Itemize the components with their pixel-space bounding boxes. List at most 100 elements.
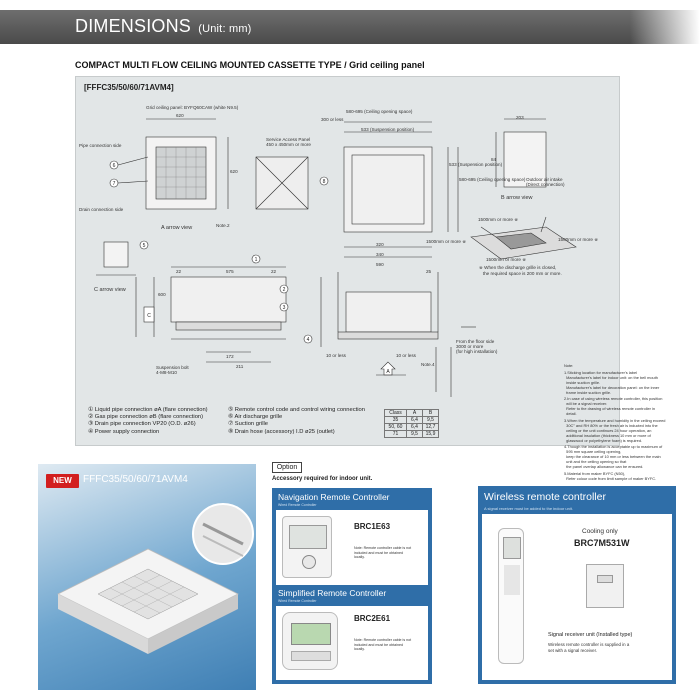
legend-item: ② Gas pipe connection øB (flare connecti… xyxy=(88,414,204,421)
dim-value: 211 xyxy=(236,364,244,369)
clearance-left-label: 1500mm or more ※ xyxy=(426,239,467,244)
legend-item: ④ Power supply connection xyxy=(88,428,160,435)
note-item: 1.Sticking location for manufacturer's l… xyxy=(564,369,660,395)
table-cell: 15,9 xyxy=(422,430,439,438)
model-code: [FFFC35/50/60/71AVM4] xyxy=(84,83,174,92)
dimension-drawing: [FFFC35/50/60/71AVM4] xyxy=(75,76,665,481)
table-cell: 6,4 xyxy=(406,423,423,431)
header-title: DIMENSIONS (Unit: mm) xyxy=(75,16,252,37)
legend-item: ⑧ Drain hose (accessory) I.D ø25 (outlet… xyxy=(228,428,335,435)
remote-buttons xyxy=(504,565,520,595)
new-badge: NEW xyxy=(46,474,79,488)
note-heading: Note: xyxy=(564,363,574,368)
simplified-model: BRC2E61 xyxy=(354,614,391,623)
dim-value: 320 xyxy=(376,242,384,247)
table-cell: 6,4 xyxy=(406,416,423,424)
table-header: B xyxy=(422,409,439,417)
floor-side-label: From the floor side 3000 or more (for hi… xyxy=(456,339,498,354)
page-subtitle: COMPACT MULTI FLOW CEILING MOUNTED CASSE… xyxy=(75,60,425,70)
note-item: 5.Material from maker BYFC (N50), Refer … xyxy=(564,470,657,481)
table-cell: 50, 60 xyxy=(384,423,407,431)
product-photo-panel: NEW FFFC35/50/60/71AVM4 xyxy=(38,464,256,690)
clearance-right-label: 1500mm or more ※ xyxy=(558,237,599,242)
signal-receiver-image xyxy=(586,564,624,608)
svg-text:7: 7 xyxy=(113,181,116,187)
table-header: A xyxy=(406,409,423,417)
cassette-unit-illustration xyxy=(57,503,254,654)
receiver-title: Signal receiver unit (Installed type) xyxy=(548,632,633,638)
pipe-connection-side-label: Pipe connection side xyxy=(79,143,122,148)
dim-value: 533 (Suspension position) xyxy=(449,162,503,167)
wireless-content: Cooling only BRC7M531W Signal receiver u… xyxy=(482,514,672,680)
pipe-size-table: Class A B 35 6,4 9,5 50, 60 6,4 12,7 71 … xyxy=(384,409,439,438)
svg-text:2: 2 xyxy=(283,287,286,293)
dim-value: 172 xyxy=(226,354,234,359)
wireless-title: Wireless remote controller xyxy=(484,491,606,503)
svg-text:C: C xyxy=(147,313,151,319)
legend-item: ⑤ Remote control code and control wiring… xyxy=(228,407,365,413)
table-cell: 9,5 xyxy=(406,430,423,438)
table-row: 50, 60 6,4 12,7 xyxy=(384,423,439,431)
table-row: 71 9,5 15,9 xyxy=(384,430,439,438)
header-unit: (Unit: mm) xyxy=(198,23,252,35)
dim-value: 22 xyxy=(176,269,182,274)
header-fade xyxy=(630,10,700,44)
table-cell: 71 xyxy=(384,430,407,438)
simplified-remote-image xyxy=(282,612,338,670)
table-row: 35 6,4 9,5 xyxy=(384,416,439,424)
service-access-panel-label: Service Access Panel 450 x 450mm or more xyxy=(266,137,311,147)
grid-panel-label: Grid ceiling panel: BYFQ60CAW (white N9.… xyxy=(146,105,239,110)
navigation-content: BRC1E63 Note: Remote controller cable is… xyxy=(276,510,428,585)
dim-value: 620 xyxy=(230,169,238,174)
outdoor-air-intake-label: Outdoor air intake (Direct connection) xyxy=(526,177,565,187)
b-arrow-view-label: B arrow view xyxy=(501,195,533,201)
wireless-small: A signal receiver must be added to the i… xyxy=(484,506,573,511)
table-header-row: Class A B xyxy=(384,409,439,417)
table-cell: 9,5 xyxy=(422,416,439,424)
c-arrow-view-label: C arrow view xyxy=(94,287,126,293)
a-arrow-view-label: A arrow view xyxy=(161,225,193,231)
table-cell: 35 xyxy=(384,416,407,424)
navigation-note: Note: Remote controller cable is not inc… xyxy=(354,546,412,560)
remote-buttons xyxy=(291,651,331,661)
clearance-10-left: 10 or less xyxy=(326,353,346,358)
cooling-only-label: Cooling only xyxy=(582,528,618,535)
drain-connection-side-label: Drain connection side xyxy=(79,207,124,212)
wireless-remote-image xyxy=(498,528,524,664)
dim-value: 203 xyxy=(516,115,524,120)
remote-screen xyxy=(503,537,521,559)
note-item: 3.When the temperature and humidity in t… xyxy=(564,417,666,443)
svg-text:A: A xyxy=(386,369,390,375)
note-item: 4.Though the installation is acceptable … xyxy=(564,444,663,469)
legend-item: ③ Drain pipe connection VP20 (O.D. ø26) xyxy=(88,421,196,428)
dim-value: 590 xyxy=(376,262,384,267)
suction-grille xyxy=(155,146,207,200)
section-header: DIMENSIONS (Unit: mm) xyxy=(0,10,700,44)
svg-text:1: 1 xyxy=(255,257,258,263)
remote-dial xyxy=(302,555,316,569)
svg-text:8: 8 xyxy=(323,179,326,185)
legend-right: ⑤ Remote control code and control wiring… xyxy=(228,407,365,436)
note-item: 2.In case of using wireless remote contr… xyxy=(564,396,663,416)
option-panel: Navigation Remote Controller Wired Remot… xyxy=(272,488,432,684)
dim-value: 25 xyxy=(426,269,432,274)
dim-value: 580-695 (Ceiling opening space) xyxy=(346,109,413,114)
note4-label: Note.4 xyxy=(421,362,435,367)
clearance-top-label: 1500mm or more ※ xyxy=(478,217,519,222)
simplified-small: Wired Remote Controller xyxy=(278,599,317,603)
dim-value: 340 xyxy=(376,252,384,257)
dim-value: 600 xyxy=(158,292,166,297)
simplified-content: BRC2E61 Note: Remote controller cable is… xyxy=(276,606,428,680)
option-tag: Option xyxy=(272,462,302,473)
remote-screen xyxy=(291,623,331,645)
legend-item: ⑦ Suction grille xyxy=(228,421,268,428)
legend-item: ① Liquid pipe connection øA (flare conne… xyxy=(88,407,208,413)
navigation-remote-image xyxy=(282,516,332,578)
simplified-title: Simplified Remote Controller xyxy=(278,588,387,598)
dim-value: 580-695 (Ceiling opening space) xyxy=(459,177,526,182)
svg-text:5: 5 xyxy=(143,243,146,249)
remote-screen xyxy=(289,525,327,549)
technical-drawing-svg: 67 85 12 34 CA xyxy=(96,118,577,397)
dim-value: 300 or less xyxy=(321,117,344,122)
receiver-window xyxy=(597,575,613,583)
